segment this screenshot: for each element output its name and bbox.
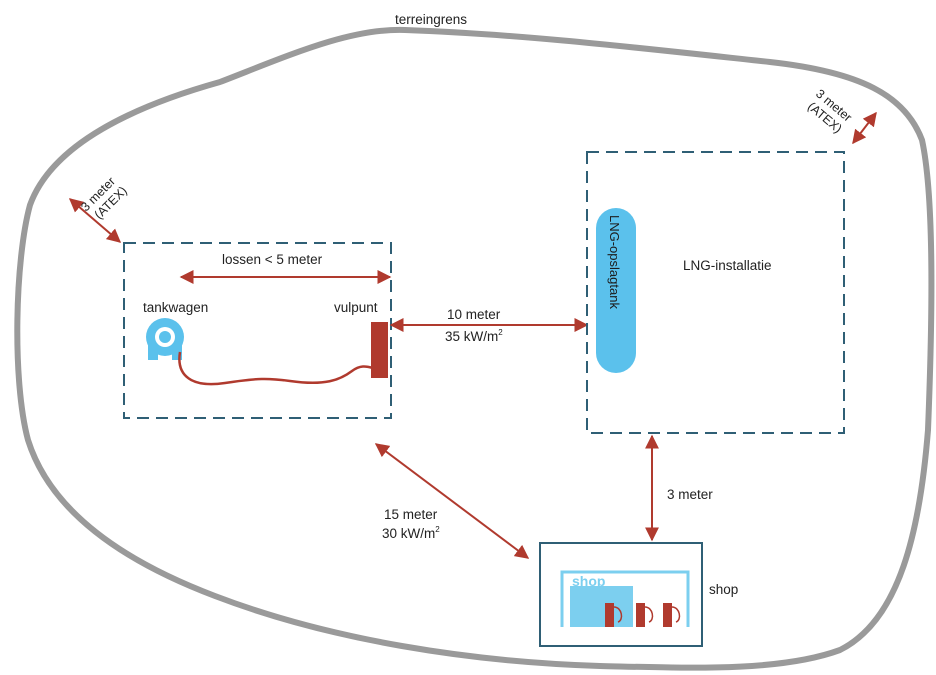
fuel-pump-3 [663, 603, 681, 627]
dist-10-value: 35 kW/m [445, 329, 498, 344]
atex-left-label: 3 meter (ATEX) [78, 174, 130, 222]
dist-10-label-line1: 10 meter [447, 307, 501, 322]
lng-storage-tank [596, 208, 636, 373]
tankwagen-icon [146, 318, 184, 360]
dist-15-arrow [374, 443, 530, 559]
dist-15-sup: 2 [435, 525, 440, 534]
dist-15-value: 30 kW/m [382, 526, 435, 541]
vulpunt-label: vulpunt [334, 300, 378, 315]
shop-icon: shop [539, 542, 703, 647]
dist-3-label: 3 meter [667, 487, 713, 502]
lng-installation-box [586, 151, 845, 434]
dist-15-label-line2: 30 kW/m2 [382, 525, 440, 541]
lng-installatie-label: LNG-installatie [683, 258, 772, 273]
shop-label: shop [709, 582, 738, 597]
shop-sign-text: shop [572, 573, 605, 589]
lossen-label: lossen < 5 meter [222, 252, 323, 267]
lng-tank-label: LNG-opslagtank [607, 215, 622, 309]
fuel-pump-2 [636, 603, 654, 627]
unloading-zone-box [123, 242, 392, 419]
terreingrens-label: terreingrens [395, 12, 467, 27]
dist-15-label-line1: 15 meter [384, 507, 438, 522]
loading-hose [178, 351, 374, 386]
atex-left-arrow [68, 198, 122, 243]
site-boundary [14, 26, 935, 671]
vulpunt-block [371, 322, 388, 378]
tankwagen-label: tankwagen [143, 300, 208, 315]
atex-right-arrow [852, 111, 877, 145]
dist-10-label-line2: 35 kW/m2 [445, 328, 503, 344]
atex-right-label: 3 meter (ATEX) [805, 87, 855, 136]
fuel-pump-1 [605, 603, 623, 627]
dist-10-sup: 2 [498, 328, 503, 337]
